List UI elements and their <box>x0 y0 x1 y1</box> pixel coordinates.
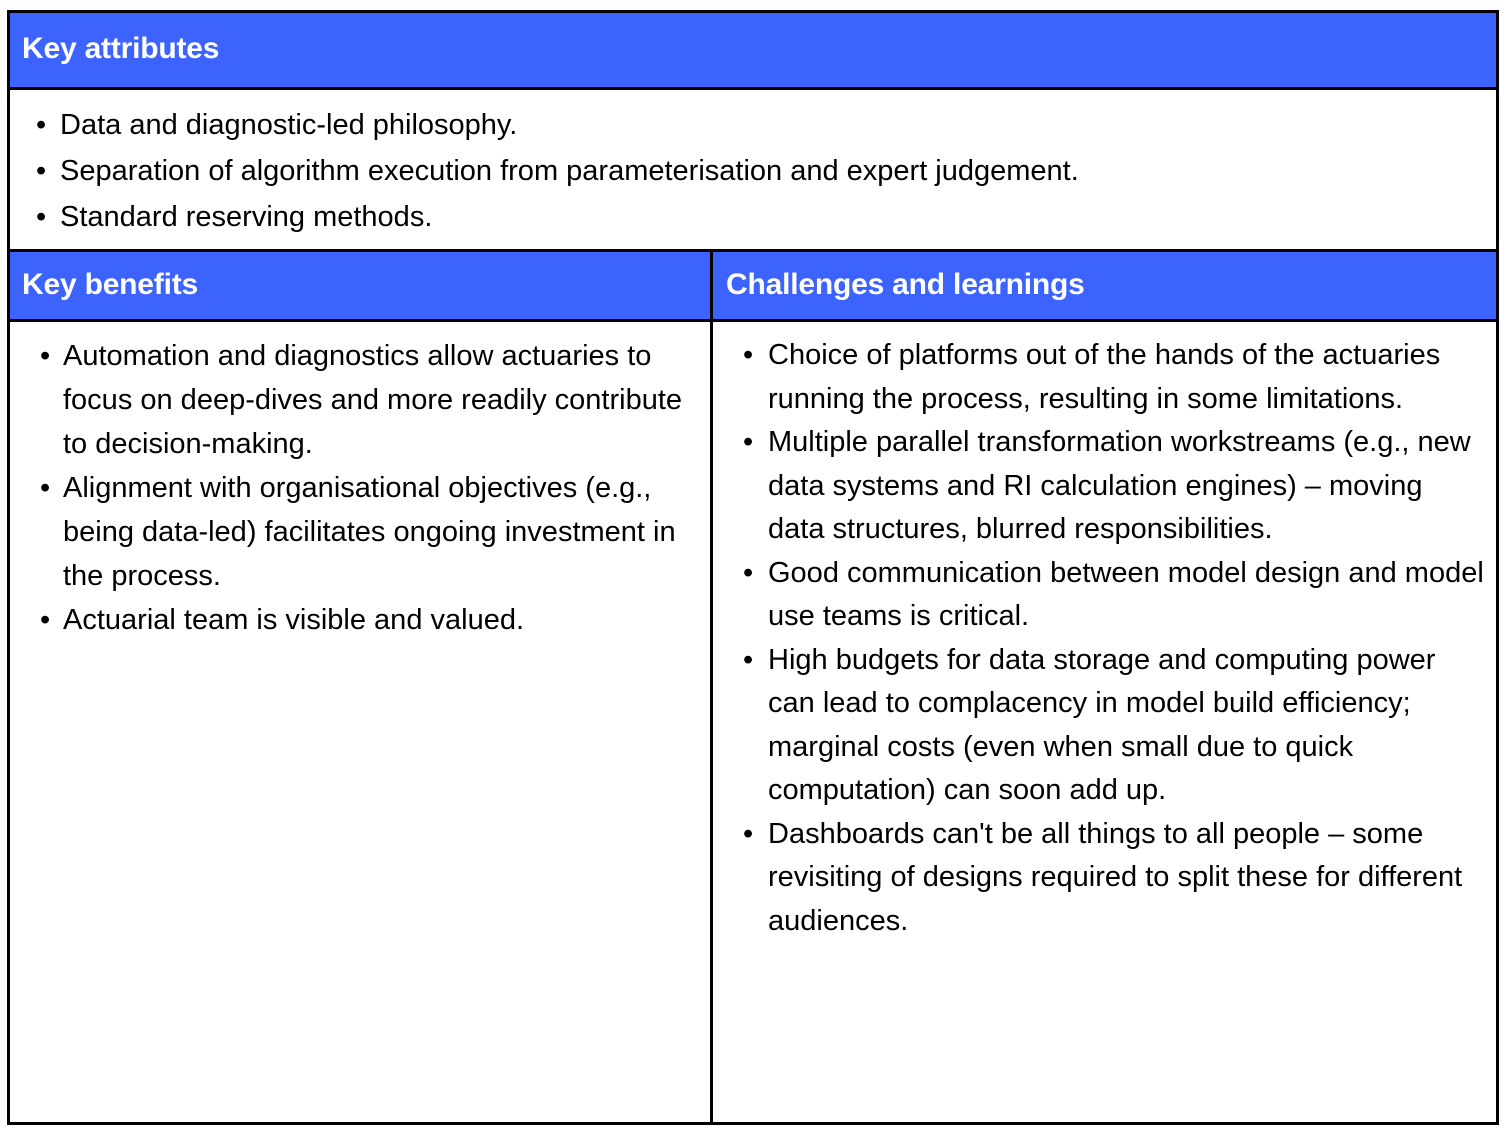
key-attributes-header: Key attributes <box>10 13 1496 90</box>
list-item: Good communication between model design … <box>725 552 1486 639</box>
column-bodies-row: Automation and diagnostics allow actuari… <box>10 322 1496 1122</box>
key-attributes-bullet-list: Data and diagnostic-led philosophy. Sepa… <box>20 102 1486 240</box>
list-item: Data and diagnostic-led philosophy. <box>20 102 1486 148</box>
list-item: Actuarial team is visible and valued. <box>20 598 702 642</box>
key-attributes-header-label: Key attributes <box>22 32 220 65</box>
challenges-and-learnings-body-cell: Choice of platforms out of the hands of … <box>713 322 1496 1122</box>
key-benefits-header: Key benefits <box>10 252 713 319</box>
key-benefits-header-label: Key benefits <box>22 267 198 301</box>
challenges-and-learnings-bullet-list: Choice of platforms out of the hands of … <box>725 334 1486 943</box>
attributes-benefits-challenges-table: Key attributes Data and diagnostic-led p… <box>7 10 1499 1125</box>
list-item: Multiple parallel transformation workstr… <box>725 421 1486 552</box>
key-benefits-bullet-list: Automation and diagnostics allow actuari… <box>20 334 702 642</box>
column-headers-row: Key benefits Challenges and learnings <box>10 252 1496 322</box>
list-item: Alignment with organisational objectives… <box>20 466 702 598</box>
challenges-and-learnings-header: Challenges and learnings <box>713 252 1496 319</box>
key-attributes-body-cell: Data and diagnostic-led philosophy. Sepa… <box>10 90 1496 252</box>
key-benefits-body-cell: Automation and diagnostics allow actuari… <box>10 322 713 1122</box>
list-item: Automation and diagnostics allow actuari… <box>20 334 702 466</box>
list-item: Separation of algorithm execution from p… <box>20 148 1486 194</box>
list-item: Dashboards can't be all things to all pe… <box>725 813 1486 944</box>
list-item: High budgets for data storage and comput… <box>725 639 1486 813</box>
challenges-and-learnings-header-label: Challenges and learnings <box>726 267 1085 301</box>
list-item: Standard reserving methods. <box>20 194 1486 240</box>
list-item: Choice of platforms out of the hands of … <box>725 334 1486 421</box>
